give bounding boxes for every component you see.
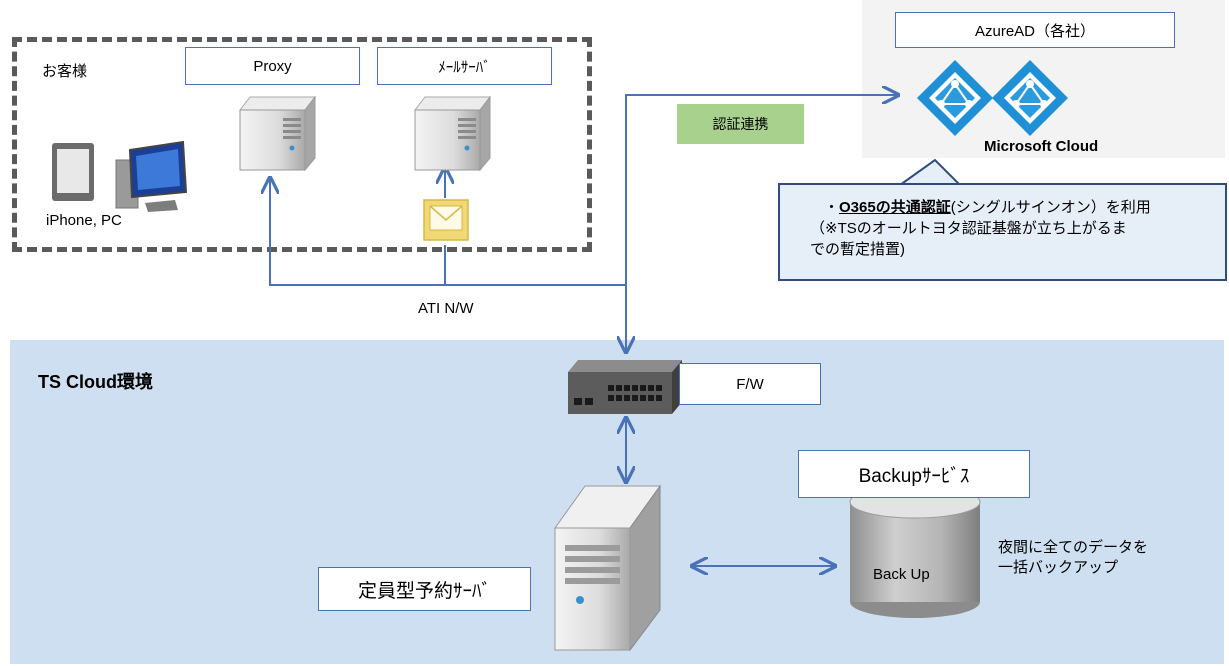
mail-icon (423, 199, 469, 241)
proxy-label: Proxy (253, 57, 292, 75)
ts-cloud-title: TS Cloud環境 (38, 372, 153, 392)
sso-callout: ・O365の共通認証(シングルサインオン）を利用 （※TSのオールトヨタ認証基盤… (778, 183, 1227, 281)
azure-ad-title: AzureAD（各社） (974, 22, 1096, 40)
firewall-label: F/W (736, 375, 764, 393)
proxy-server-icon (238, 95, 317, 172)
backup-note-line1: 夜間に全てのデータを (998, 539, 1149, 556)
callout-pointer (896, 158, 963, 186)
network-label: ATI N/W (418, 300, 474, 317)
auth-connector (625, 95, 898, 285)
mail-server-label: ﾒｰﾙｻｰﾊﾞ (438, 58, 491, 76)
backup-note: 夜間に全てのデータを 一括バックアップ (998, 538, 1148, 578)
firewall-label-box: F/W (679, 363, 821, 405)
backup-store-label: Back Up (873, 566, 930, 583)
azure-ad-title-box: AzureAD（各社） (895, 12, 1175, 48)
backup-service-label: Backupｻｰﾋﾞｽ (858, 465, 970, 487)
azure-ad-icon (992, 60, 1068, 136)
backup-note-line2: 一括バックアップ (998, 559, 1119, 576)
database-icon (849, 485, 981, 618)
customer-title: お客様 (42, 63, 88, 80)
microsoft-cloud-label: Microsoft Cloud (984, 138, 1099, 155)
pc-icon (115, 140, 188, 212)
azure-ad-icon (917, 60, 993, 136)
proxy-connector (270, 178, 626, 286)
proxy-label-box: Proxy (185, 47, 360, 85)
reservation-server-box: 定員型予約ｻｰﾊﾞ (318, 567, 531, 611)
mail-server-icon (413, 95, 492, 172)
tablet-icon (52, 143, 94, 201)
callout-line1-rest: (シングルサインオン）を利用 (950, 199, 1151, 216)
backup-service-box: Backupｻｰﾋﾞｽ (798, 450, 1030, 498)
mail-server-label-box: ﾒｰﾙｻｰﾊﾞ (377, 47, 552, 85)
callout-emphasis: O365の共通認証 (839, 199, 951, 216)
devices-label: iPhone, PC (46, 212, 122, 229)
customer-boundary (12, 37, 592, 252)
auth-link-label: 認証連携 (677, 104, 804, 144)
reservation-server-label: 定員型予約ｻｰﾊﾞ (357, 580, 491, 602)
reservation-server-icon (554, 484, 661, 652)
connector-lines (270, 95, 898, 566)
callout-prefix: ・ (824, 199, 840, 216)
switch-icon (568, 360, 682, 414)
callout-line2: （※TSのオールトヨタ認証基盤が立ち上がるま (810, 220, 1127, 237)
callout-line3: での暫定措置) (810, 241, 905, 258)
